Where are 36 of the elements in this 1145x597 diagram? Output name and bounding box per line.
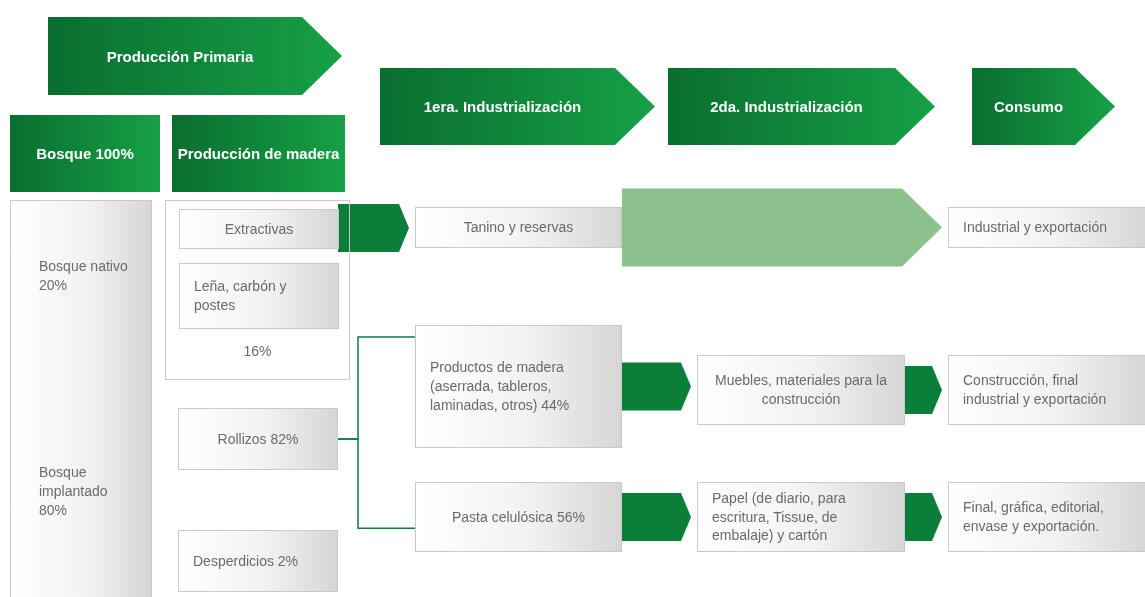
category-label: Bosque nativo 20% bbox=[39, 257, 129, 295]
product-box: Rollizos 82% bbox=[178, 408, 338, 470]
chevron-arrow bbox=[338, 204, 409, 252]
product-box: Construcción, final industrial y exportación bbox=[948, 355, 1145, 425]
stage-header bbox=[972, 68, 1115, 145]
product-box: Industrial y exportación bbox=[948, 207, 1145, 248]
category-column bbox=[10, 200, 152, 597]
product-box: Papel (de diario, para escritura, Tissue, de embalaje) y cartón bbox=[697, 482, 905, 552]
header-label: Consumo bbox=[993, 98, 1064, 115]
product-box: Pasta celulósica 56% bbox=[415, 482, 622, 552]
header-label: Producción de madera bbox=[177, 145, 340, 162]
product-box: Final, gráfica, editorial, envase y exportación. bbox=[948, 482, 1145, 552]
percentage-label: 16% bbox=[242, 343, 273, 359]
bracket-connector bbox=[337, 438, 416, 529]
chevron-arrow bbox=[622, 493, 691, 541]
chevron-arrow bbox=[622, 362, 691, 411]
header-label: Producción Primaria bbox=[106, 47, 254, 65]
column-header bbox=[172, 115, 345, 192]
product-box: Extractivas bbox=[179, 209, 339, 249]
header-label: Bosque 100% bbox=[36, 145, 134, 162]
stage-header bbox=[48, 17, 342, 95]
product-box: Tanino y reservas bbox=[415, 207, 622, 248]
product-box: Desperdicios 2% bbox=[178, 530, 338, 592]
chevron-arrow bbox=[905, 366, 942, 414]
product-box: Productos de madera (aserrada, tableros, laminadas, otros) 44% bbox=[415, 325, 622, 448]
column-header bbox=[10, 115, 160, 192]
chevron-arrow bbox=[622, 188, 942, 267]
group-frame bbox=[165, 200, 350, 380]
category-label: Bosque implantado 80% bbox=[39, 463, 109, 520]
header-label: 2da. Industrialización bbox=[710, 98, 863, 115]
chevron-arrow bbox=[905, 493, 942, 541]
stage-header bbox=[668, 68, 935, 145]
product-box: Muebles, materiales para la construcción bbox=[697, 355, 905, 425]
product-box: Leña, carbón y postes bbox=[179, 263, 339, 329]
stage-header bbox=[380, 68, 655, 145]
header-label: 1era. Industrialización bbox=[423, 98, 582, 115]
